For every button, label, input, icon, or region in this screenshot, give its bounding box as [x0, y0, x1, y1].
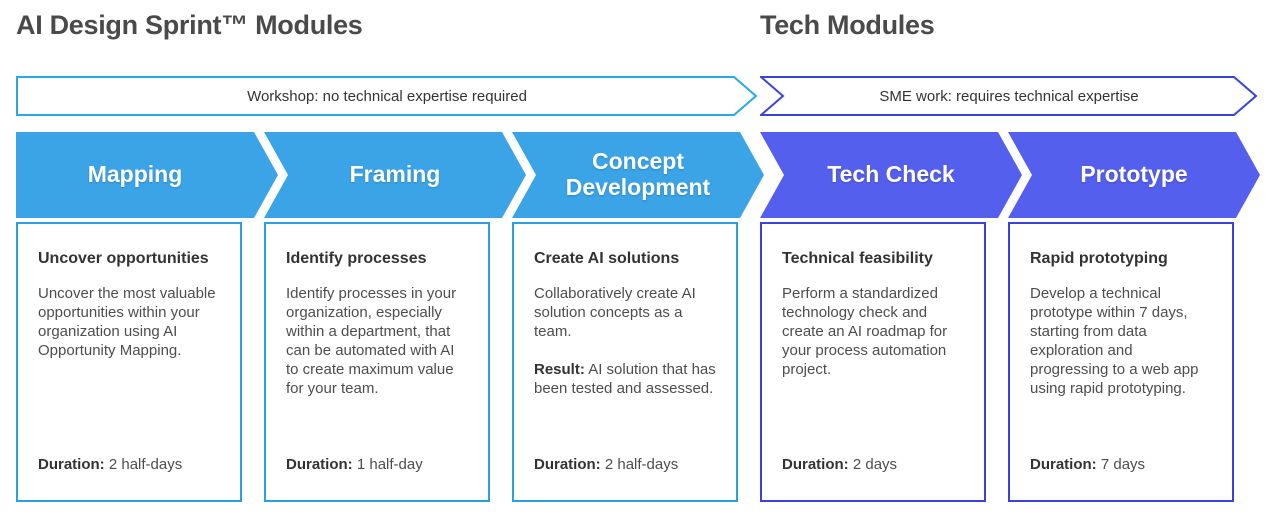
card-body: Develop a technical prototype within 7 d… [1030, 285, 1199, 397]
card-body: Collaboratively create AI solution conce… [534, 285, 696, 340]
sme-banner: SME work: requires technical expertise [760, 76, 1258, 116]
module-card-mapping: Uncover opportunities Uncover the most v… [16, 222, 242, 502]
card-heading: Technical feasibility [782, 250, 933, 267]
card-heading: Rapid prototyping [1030, 250, 1168, 267]
result-value: AI solution that has been tested and ass… [534, 361, 716, 397]
card-heading: Identify processes [286, 250, 427, 267]
duration-value: 2 days [852, 456, 898, 473]
duration-label: Duration: [286, 456, 353, 473]
module-arrow-label: Tech Check [827, 161, 955, 188]
module-arrow-framing: Framing [264, 132, 526, 218]
result-label: Result: [534, 361, 585, 378]
card-heading: Uncover opportunities [38, 250, 209, 267]
duration-label: Duration: [38, 456, 105, 473]
card-body: Identify processes in your organization,… [286, 285, 457, 397]
duration-label: Duration: [782, 456, 849, 473]
duration-value: 7 days [1100, 456, 1146, 473]
sme-banner-arrow-outline [760, 76, 1258, 116]
card-duration: Duration: 1 half-day [286, 455, 468, 474]
card-duration: Duration: 2 half-days [38, 455, 220, 474]
right-section-title: Tech Modules [760, 10, 935, 40]
module-card-concept-development: Create AI solutions Collaboratively crea… [512, 222, 738, 502]
card-result: Result: AI solution that has been tested… [534, 360, 716, 398]
duration-value: 1 half-day [356, 456, 423, 473]
module-arrow-prototype: Prototype [1008, 132, 1260, 218]
card-heading: Create AI solutions [534, 250, 680, 267]
workshop-banner: Workshop: no technical expertise require… [16, 76, 758, 116]
module-arrow-tech-check: Tech Check [760, 132, 1022, 218]
card-duration: Duration: 7 days [1030, 455, 1212, 474]
module-arrow-label: Concept Development [565, 148, 711, 200]
card-duration: Duration: 2 days [782, 455, 964, 474]
module-arrow-label: Framing [349, 161, 441, 188]
workshop-banner-label: Workshop: no technical expertise require… [247, 87, 527, 105]
left-section-title: AI Design Sprint™ Modules [16, 10, 363, 40]
duration-label: Duration: [534, 456, 601, 473]
workshop-banner-shape [16, 76, 758, 116]
duration-label: Duration: [1030, 456, 1097, 473]
module-arrow-label: Prototype [1080, 161, 1188, 188]
module-card-framing: Identify processes Identify processes in… [264, 222, 490, 502]
card-body: Perform a standardized technology check … [782, 285, 948, 378]
module-arrow-mapping: Mapping [16, 132, 278, 218]
card-duration: Duration: 2 half-days [534, 455, 716, 474]
sme-banner-label: SME work: requires technical expertise [879, 87, 1139, 105]
sme-banner-shape [760, 76, 1258, 116]
module-card-prototype: Rapid prototyping Develop a technical pr… [1008, 222, 1234, 502]
module-card-tech-check: Technical feasibility Perform a standard… [760, 222, 986, 502]
card-body: Uncover the most valuable opportunities … [38, 285, 216, 359]
workshop-banner-arrow-outline [16, 76, 758, 116]
duration-value: 2 half-days [604, 456, 679, 473]
module-arrow-label: Mapping [87, 161, 183, 188]
duration-value: 2 half-days [108, 456, 183, 473]
module-arrow-concept-development: Concept Development [512, 132, 764, 218]
